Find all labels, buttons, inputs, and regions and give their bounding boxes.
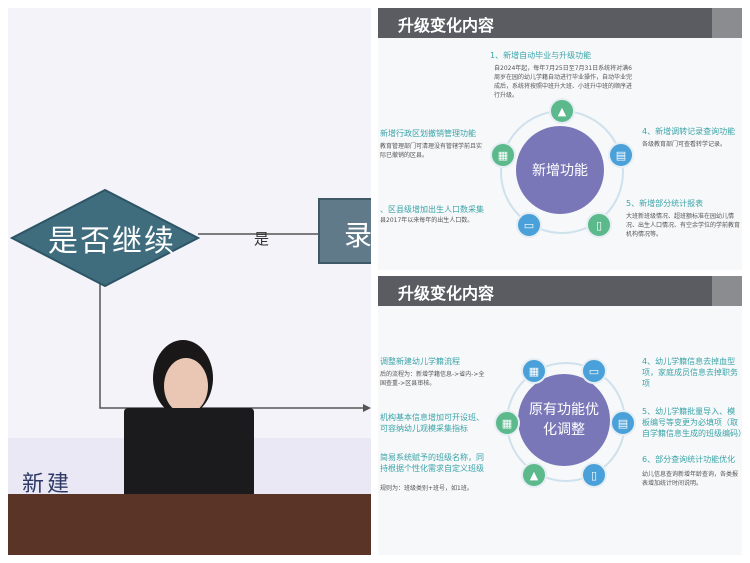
slide2-item2-heading: 机构基本信息增加可开设班、可容纳幼儿观模采集指标 <box>380 413 484 433</box>
slide2-item6-body: 幼儿信息查询新增年龄查询，各类报表增加统计时间说明。 <box>642 471 739 487</box>
slide2-item6-heading: 6、部分查询统计功能优化 <box>642 455 736 464</box>
slide2-item1-heading: 调整新建幼儿学籍流程 <box>380 357 460 366</box>
slide-new-features: 升级变化内容 新增功能 ▲ ▦ ▤ ▭ ▯ 1、新增自动毕业与升级功能 自202… <box>378 8 742 270</box>
record-label: 录 <box>344 219 371 252</box>
slide1-item5-body: 大班新班级情况、超班额标准在园幼儿情况、出生人口情况、有空余学位的学前教育机构情… <box>626 213 741 238</box>
slide1-item4-heading: 4、新增调转记录查询功能 <box>642 127 736 136</box>
slide1-title: 升级变化内容 <box>398 16 495 35</box>
slide2-item1-body: 后的流程为：新增学籍信息->省内->全国查重->区县审核。 <box>380 371 485 387</box>
decision-diamond <box>9 188 201 288</box>
laptop <box>124 408 254 502</box>
document-icon: ▯ <box>586 212 612 238</box>
document-icon-2: ▯ <box>581 462 607 488</box>
slide2-header-cap <box>712 276 742 306</box>
slide1-item1-heading: 1、新增自动毕业与升级功能 <box>490 51 592 60</box>
decision-label: 是否继续 <box>48 224 176 259</box>
yes-label: 是 <box>254 230 270 248</box>
slide2-item4-heading: 4、幼儿学籍信息去掉血型项，家庭成员信息去掉职务项 <box>642 357 738 388</box>
slide1-item4-body: 各级教育部门可查看转学记录。 <box>642 141 727 148</box>
slide2-item3-heading: 简易系统赋予的班级名称，同持根据个性化需求自定义班级 <box>380 453 484 473</box>
slide2-center: 原有功能优化调整 <box>518 374 610 466</box>
slide1-header-cap <box>712 8 742 38</box>
lecture-photo: 是否继续 是 录 新建 <box>8 8 371 555</box>
record-box <box>318 198 371 264</box>
calendar-icon: ▤ <box>608 142 634 168</box>
chart-icon: ▦ <box>490 142 516 168</box>
slide-optimizations: 升级变化内容 原有功能优化调整 ▦ ▭ ▦ ▤ ▲ ▯ 调整新建幼儿学籍流程 后… <box>378 276 742 555</box>
slide1-item2-heading: 新增行政区划撤销管理功能 <box>380 129 476 138</box>
table-icon: ▦ <box>521 358 547 384</box>
screen-bottom-text: 新建 <box>22 472 73 497</box>
monitor-icon: ▭ <box>516 212 542 238</box>
chart-icon-2: ▦ <box>494 410 520 436</box>
slide1-item2-body: 教育管理部门可清理没有管辖学前且实际已撤销的区县。 <box>380 143 483 159</box>
slide1-header <box>378 8 742 38</box>
slide2-title: 升级变化内容 <box>398 284 495 303</box>
slide1-item3-heading: 、区县级增加出生人口数采集 <box>380 205 484 214</box>
slide1-item5-heading: 5、新增部分统计报表 <box>626 199 704 208</box>
android-icon: ▲ <box>549 98 575 124</box>
android-icon-2: ▲ <box>521 462 547 488</box>
slide2-item3-body: 规则为：班级类别+班号，如1班。 <box>380 485 473 492</box>
slide1-center: 新增功能 <box>516 126 604 214</box>
desk <box>8 494 371 555</box>
slide2-item5-heading: 5、幼儿学籍批量导入、模板编号等变更为必填项（取自学籍信息生成的班级编码） <box>642 407 742 438</box>
calendar-icon-2: ▤ <box>610 410 636 436</box>
monitor-icon-2: ▭ <box>581 358 607 384</box>
slide2-header <box>378 276 742 306</box>
slide1-item3-body: 县2017年以来每年的出生人口数。 <box>380 217 474 224</box>
slide1-item1-body: 自2024年起，每年7月25日至7月31日系统将对满6周岁在园的幼儿学籍自动进行… <box>494 65 633 99</box>
